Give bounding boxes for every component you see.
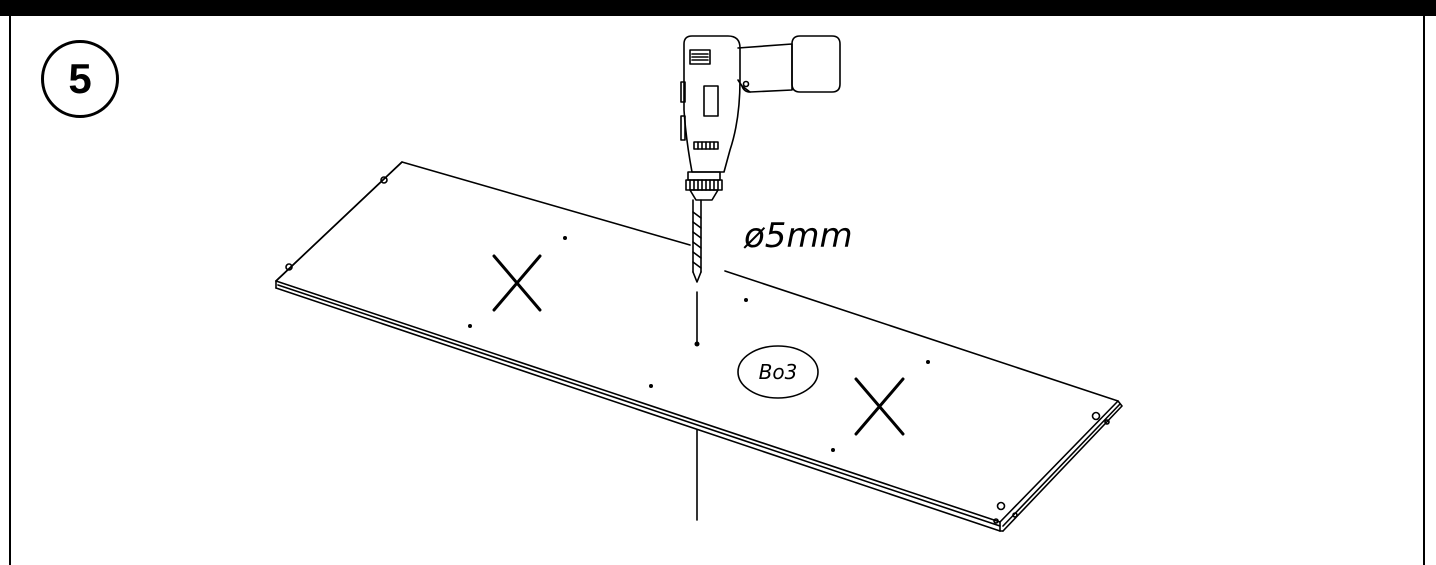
drill-bit-size-label: ø5mm <box>743 216 853 256</box>
panel-holes <box>468 236 930 452</box>
edge-holes <box>285 176 1110 524</box>
no-drill-mark-right <box>854 377 905 436</box>
part-code-label: Bo3 <box>759 360 798 384</box>
step-number-badge: 5 <box>41 40 119 118</box>
header-bar <box>0 0 1436 16</box>
drill-icon <box>680 35 841 283</box>
part-code-ellipse <box>737 345 819 399</box>
no-drill-mark-left <box>492 254 542 312</box>
panel-board <box>275 161 1123 532</box>
page-frame <box>9 16 1425 565</box>
step-number: 5 <box>68 55 92 102</box>
